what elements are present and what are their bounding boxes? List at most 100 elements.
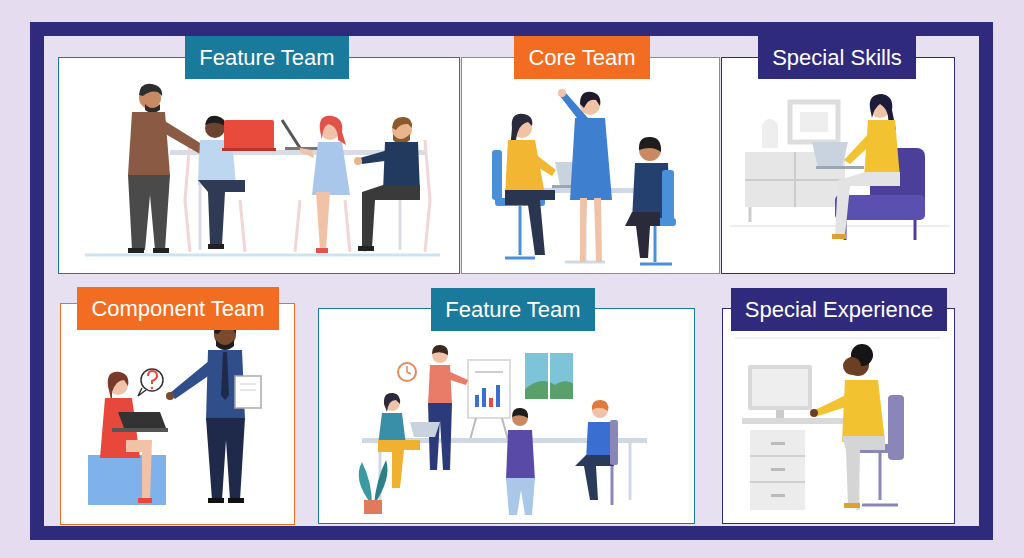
feature-team-scene (360, 150, 392, 164)
special-experience-scene (750, 481, 805, 483)
core-team-scene (560, 93, 588, 122)
feature-team-scene (208, 244, 224, 249)
feature-team-workshop-scene (374, 460, 388, 505)
heading-tab: Special Skills (758, 36, 916, 79)
special-skills-scene (914, 220, 917, 240)
special-experience-scene (748, 365, 812, 410)
feature-team-scene (145, 104, 160, 113)
team-box: Component Team (60, 303, 295, 525)
special-experience-scene (815, 394, 852, 416)
feature-team-workshop-scene (506, 430, 535, 480)
feature-team-scene (383, 142, 420, 192)
special-experience-scene (752, 369, 808, 406)
core-team-scene (526, 150, 556, 176)
feature-team-workshop-scene (432, 345, 448, 355)
feature-team-scene (358, 246, 374, 251)
team-heading: Component Team (77, 287, 278, 330)
feature-team-workshop-scene (502, 418, 508, 440)
core-team-scene (505, 190, 555, 255)
heading-tab: Feature Team (185, 36, 348, 79)
feature-team-scene (205, 116, 225, 126)
special-skills-scene (749, 207, 752, 222)
team-box: Special Skills (721, 57, 955, 274)
heading-tab: Component Team (77, 287, 278, 330)
component-team-scene (228, 498, 244, 503)
feature-team-workshop-scene (470, 418, 476, 440)
heading-tab: Core Team (514, 36, 649, 79)
component-team-scene (112, 428, 168, 432)
feature-team-workshop-scene (410, 422, 440, 437)
feature-team-workshop-scene (482, 388, 486, 407)
team-heading: Special Skills (758, 36, 916, 79)
special-experience-scene (844, 503, 860, 508)
component-team-scene (126, 440, 152, 500)
feature-team-scene (316, 248, 328, 253)
core-team-scene (580, 198, 587, 262)
special-skills-scene (800, 112, 828, 132)
component-team-scene (151, 387, 154, 390)
team-heading: Core Team (514, 36, 649, 79)
special-skills-scene (864, 120, 900, 178)
component-team-scene (88, 455, 166, 505)
special-experience-scene (750, 455, 805, 457)
team-box: Core Team (461, 57, 720, 274)
component-team-scene (148, 371, 157, 384)
team-box: Feature Team (58, 57, 460, 274)
feature-team-workshop-scene (475, 395, 479, 407)
component-team-scene (221, 352, 229, 400)
feature-team-workshop-scene (359, 345, 647, 515)
component-team-scene (216, 340, 234, 350)
feature-team-scene (155, 118, 205, 154)
core-team-scene (654, 226, 657, 262)
core-team-scene (505, 257, 535, 260)
box-fill (722, 308, 955, 524)
special-experience-scene (771, 442, 785, 445)
box-fill (58, 57, 460, 274)
special-experience-scene (810, 409, 818, 417)
box-fill (461, 57, 720, 274)
feature-team-scene (85, 84, 440, 255)
feature-team-workshop-scene (468, 360, 510, 418)
component-team-scene (138, 498, 152, 503)
feature-team-workshop-scene (629, 443, 632, 500)
special-experience-scene (750, 430, 805, 510)
component-team-scene (208, 498, 224, 503)
special-experience-scene (735, 337, 940, 339)
feature-team-scene (185, 140, 245, 252)
feature-team-scene (222, 148, 276, 151)
feature-team-scene (198, 180, 245, 245)
feature-team-workshop-scene (475, 371, 503, 373)
feature-team-workshop-scene (586, 422, 614, 460)
core-team-scene (492, 89, 676, 264)
special-skills-scene (812, 142, 848, 168)
team-heading: Feature Team (185, 36, 348, 79)
feature-team-scene (282, 120, 300, 148)
feature-team-scene (153, 248, 169, 253)
component-team-scene (166, 392, 174, 400)
box-fill (318, 308, 695, 524)
team-box: Feature Team (318, 308, 695, 524)
core-team-scene (558, 89, 566, 97)
feature-team-scene (362, 185, 420, 248)
component-team-scene (240, 384, 256, 385)
team-heading: Feature Team (431, 288, 594, 331)
feature-team-scene (128, 248, 144, 253)
box-fill (60, 303, 295, 525)
box-fill (58, 57, 955, 525)
special-skills-scene (790, 102, 838, 142)
feature-team-scene (392, 117, 412, 130)
feature-team-scene (128, 175, 170, 250)
special-skills-scene (730, 94, 950, 240)
feature-team-workshop-scene (548, 352, 550, 400)
special-skills-scene (835, 172, 900, 236)
core-team-scene (570, 118, 612, 200)
special-experience-scene (842, 380, 885, 442)
feature-team-workshop-scene (512, 408, 528, 418)
core-team-scene (492, 150, 502, 200)
feature-team-workshop-scene (575, 455, 614, 500)
